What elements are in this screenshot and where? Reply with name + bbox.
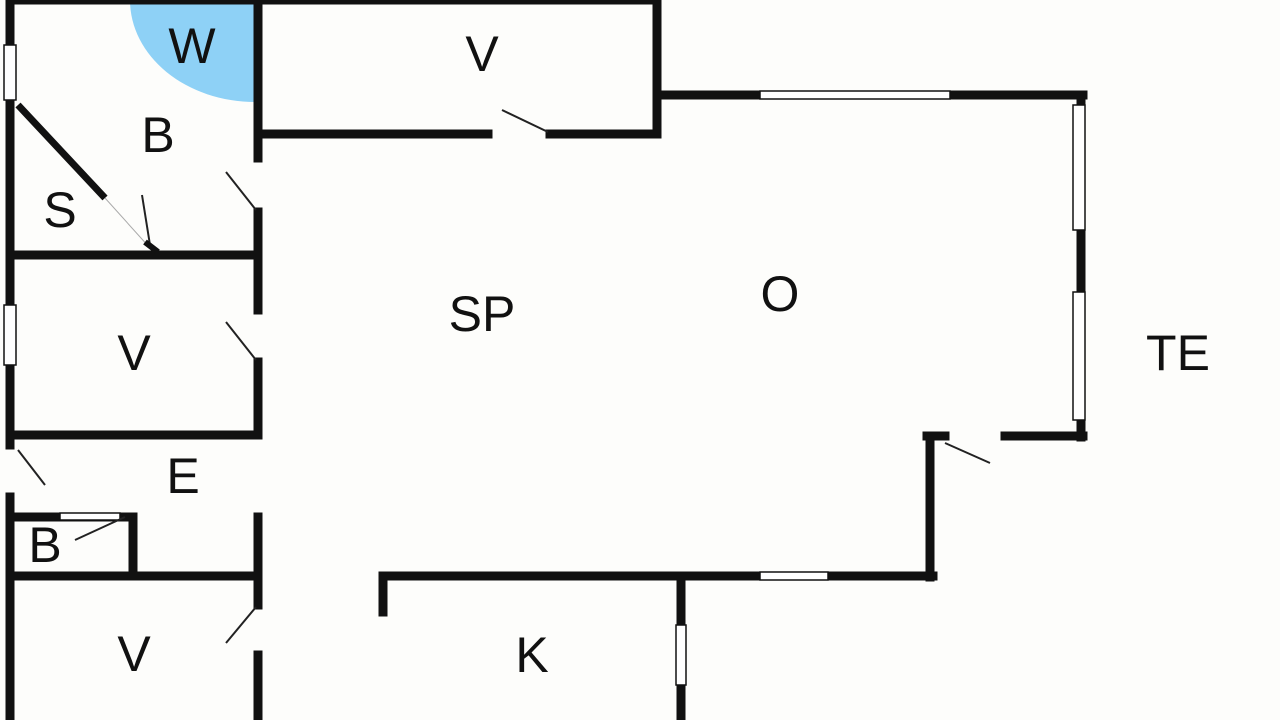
room-label-bath-small: B: [28, 517, 61, 573]
room-label-bedroom-bottom: V: [117, 626, 151, 682]
room-label-bath-top: B: [141, 107, 174, 163]
wet-area-fill: [130, 0, 255, 102]
room-label-w: W: [168, 18, 216, 74]
room-label-bedroom-mid: V: [117, 325, 151, 381]
room-label-top-room: V: [465, 26, 499, 82]
room-label-terrace: TE: [1146, 325, 1210, 381]
room-labels: W B S V V E B V SP O TE K: [28, 18, 1210, 683]
room-label-kitchen: K: [515, 627, 548, 683]
room-label-dining: SP: [449, 286, 516, 342]
windows: [3, 44, 1086, 686]
room-label-entrance: E: [166, 448, 199, 504]
room-label-living: O: [761, 266, 800, 322]
room-label-storage: S: [43, 182, 76, 238]
doors: [17, 109, 991, 644]
